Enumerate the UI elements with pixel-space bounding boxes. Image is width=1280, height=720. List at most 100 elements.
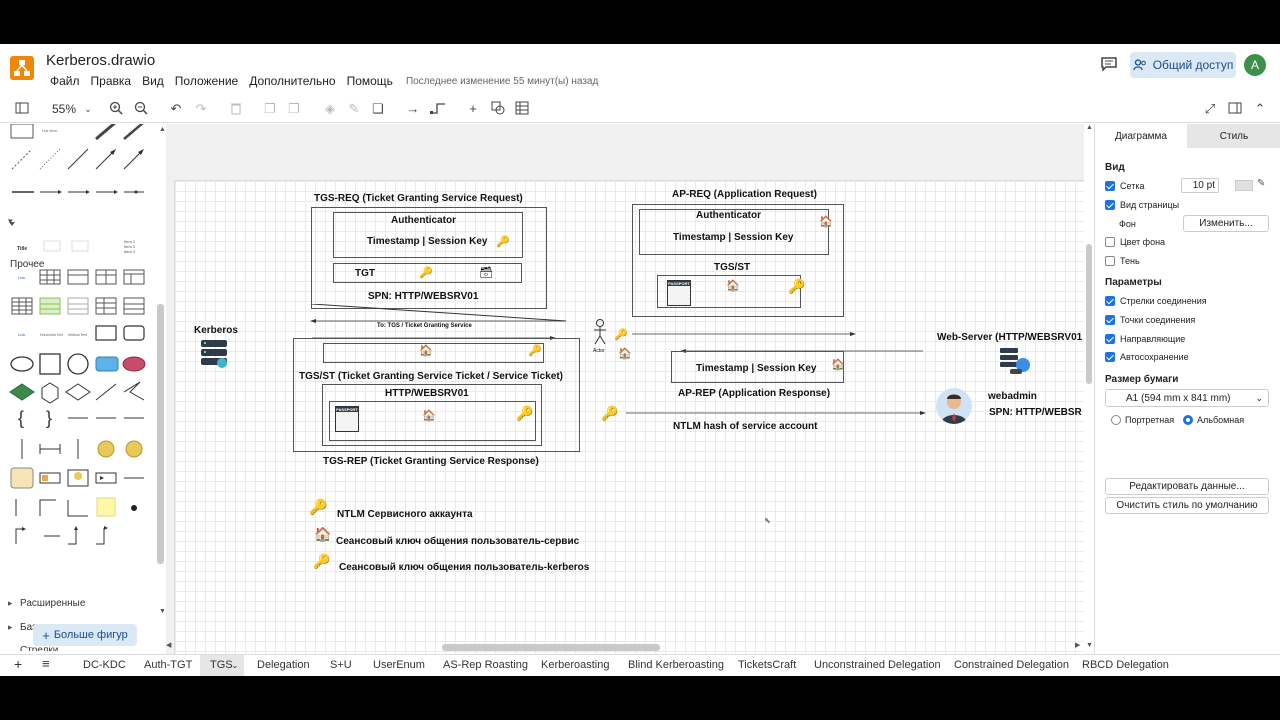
grid-option[interactable]: Сетка	[1105, 181, 1144, 191]
kerberos-session-key-icon[interactable]: 🔑	[496, 236, 510, 248]
user-avatar[interactable]: A	[1244, 54, 1266, 76]
ntlm-key-icon[interactable]: 🔑	[788, 278, 806, 294]
opt-points-checkbox[interactable]	[1105, 315, 1115, 325]
diagram-page[interactable]	[174, 180, 1084, 654]
tab-asrep-roasting[interactable]: AS-Rep Roasting	[443, 659, 528, 671]
ap-authenticator-box[interactable]	[639, 209, 829, 255]
ap-rep-title[interactable]: AP-REP (Application Response)	[678, 388, 831, 399]
tab-tgs[interactable]: TGS	[210, 659, 233, 671]
chevron-down-icon[interactable]: ⌄	[231, 660, 239, 670]
sidebar-section-other[interactable]: Прочее	[10, 259, 45, 270]
service-ticket-box[interactable]	[322, 384, 542, 446]
grid-checkbox[interactable]	[1105, 181, 1115, 191]
tab-kerberoasting[interactable]: Kerberoasting	[541, 659, 610, 671]
pencil-icon[interactable]: ✎	[1257, 178, 1266, 189]
service-session-key-icon[interactable]: 🏠	[419, 345, 433, 357]
opt-arrows-checkbox[interactable]	[1105, 296, 1115, 306]
ap-req-container[interactable]	[632, 204, 844, 317]
horizontal-scrollbar[interactable]: ◀ ▶	[166, 642, 1081, 651]
tgs-rep-key-box[interactable]	[323, 343, 544, 363]
bg-color-checkbox[interactable]	[1105, 237, 1115, 247]
ap-req-title[interactable]: AP-REQ (Application Request)	[672, 189, 818, 200]
comments-icon[interactable]	[1100, 56, 1120, 74]
grid-size-input[interactable]: 10 pt	[1181, 178, 1219, 193]
shadow-option[interactable]: Тень	[1105, 256, 1140, 266]
to-back-icon[interactable]: ❐	[288, 101, 300, 116]
actor-service-key-icon[interactable]: 🏠	[618, 348, 632, 360]
redo-icon[interactable]: ↷	[195, 101, 207, 116]
line-color-icon[interactable]: ✎	[348, 101, 360, 116]
menu-arrange[interactable]: Положение	[174, 74, 239, 88]
table-icon[interactable]	[514, 101, 530, 117]
opt-autosave-checkbox[interactable]	[1105, 352, 1115, 362]
fill-color-icon[interactable]: ◈	[325, 101, 335, 116]
insert-plus-icon[interactable]: +	[469, 101, 477, 116]
ntlm-key-icon[interactable]: 🔑	[516, 405, 534, 421]
pages-menu-icon[interactable]: ≡	[42, 656, 50, 671]
menu-file[interactable]: Файл	[50, 74, 80, 88]
portrait-option[interactable]: Портретная	[1111, 415, 1174, 425]
opt-autosave[interactable]: Автосохранение	[1105, 352, 1189, 362]
paper-size-select[interactable]: A1 (594 mm x 841 mm) ⌄	[1105, 389, 1269, 407]
service-session-key-icon[interactable]: 🏠	[819, 216, 833, 228]
sidebar-scrollbar[interactable]: ▲ ▼	[156, 124, 166, 624]
tgs-st-ticket-box[interactable]	[657, 275, 801, 308]
service-key-icon[interactable]: 🏠	[422, 410, 436, 422]
tab-blind-kerberoasting[interactable]: Blind Kerberoasting	[628, 659, 725, 671]
ap-rep-box[interactable]	[671, 351, 844, 383]
landscape-radio[interactable]	[1183, 415, 1193, 425]
panel-toggle-icon[interactable]	[1227, 101, 1243, 117]
edit-data-button[interactable]: Редактировать данные...	[1105, 478, 1269, 495]
section-expanded-chevron-icon[interactable]: ▾	[8, 216, 13, 226]
sidebar-section-arrows[interactable]: Стрелки	[20, 645, 59, 651]
collapse-toolbar-icon[interactable]: ⌃	[1254, 101, 1266, 116]
more-shapes-button[interactable]: + Больше фигур	[33, 624, 137, 646]
diagram-canvas[interactable]: TGS-REQ (Ticket Granting Service Request…	[166, 124, 1084, 654]
opt-guides-checkbox[interactable]	[1105, 334, 1115, 344]
chevron-down-icon[interactable]: ⌄	[84, 104, 92, 114]
bg-color-option[interactable]: Цвет фона	[1105, 237, 1165, 247]
vertical-scrollbar[interactable]: ▲ ▼	[1086, 124, 1093, 649]
legend-ntlm-key-icon[interactable]: 🔑	[309, 499, 328, 516]
landscape-option[interactable]: Альбомная	[1183, 415, 1244, 425]
certificate-icon[interactable]: 🗃	[479, 267, 493, 279]
tab-constrained-delegation[interactable]: Constrained Delegation	[954, 659, 1069, 671]
legend-kerberos-key-icon[interactable]: 🔑	[313, 553, 331, 569]
change-background-button[interactable]: Изменить...	[1183, 215, 1269, 232]
zoom-dropdown[interactable]: 55%	[52, 102, 77, 116]
passport-icon[interactable]: PASSPORT	[335, 406, 359, 432]
page-view-checkbox[interactable]	[1105, 200, 1115, 210]
service-key-icon[interactable]: 🏠	[726, 280, 740, 292]
zoom-out-icon[interactable]	[133, 101, 149, 117]
service-session-key-icon[interactable]: 🏠	[831, 359, 845, 371]
tgs-rep-container[interactable]	[293, 338, 580, 452]
waypoints-icon[interactable]	[430, 101, 446, 117]
tgs-req-title[interactable]: TGS-REQ (Ticket Granting Service Request…	[314, 193, 523, 204]
document-title[interactable]: Kerberos.drawio	[46, 52, 156, 69]
legend-service-key-icon[interactable]: 🏠	[314, 526, 332, 542]
tab-style[interactable]: Стиль	[1187, 124, 1280, 148]
undo-icon[interactable]: ↶	[170, 101, 182, 116]
fullscreen-icon[interactable]: ⤢	[1204, 101, 1216, 116]
opt-arrows[interactable]: Стрелки соединения	[1105, 296, 1207, 306]
menu-extras[interactable]: Дополнительно	[249, 74, 336, 88]
actor-key-icon[interactable]: 🔑	[614, 329, 628, 341]
kerberos-session-key-icon[interactable]: 🔑	[528, 345, 542, 357]
to-front-icon[interactable]: ❐	[264, 101, 276, 116]
ntlm-key-icon[interactable]: 🔑	[601, 405, 619, 421]
web-server-icon[interactable]	[998, 346, 1032, 381]
last-change-status[interactable]: Последнее изменение 55 минут(ы) назад	[405, 76, 599, 87]
opt-guides[interactable]: Направляющие	[1105, 334, 1185, 344]
webadmin-avatar[interactable]	[936, 388, 972, 424]
tab-rbcd-delegation[interactable]: RBCD Delegation	[1082, 659, 1169, 671]
sidebar-section-advanced[interactable]: Расширенные	[20, 598, 86, 609]
share-button[interactable]: Общий доступ	[1130, 52, 1236, 78]
menu-view[interactable]: Вид	[142, 74, 164, 88]
zoom-in-icon[interactable]	[108, 101, 124, 117]
page-view-option[interactable]: Вид страницы	[1105, 200, 1179, 210]
tab-delegation[interactable]: Delegation	[257, 659, 310, 671]
tgt-box[interactable]	[333, 263, 522, 283]
tab-s4u[interactable]: S+U	[330, 659, 352, 671]
add-page-icon[interactable]: +	[14, 656, 23, 672]
insert-shapes-icon[interactable]	[490, 101, 506, 117]
